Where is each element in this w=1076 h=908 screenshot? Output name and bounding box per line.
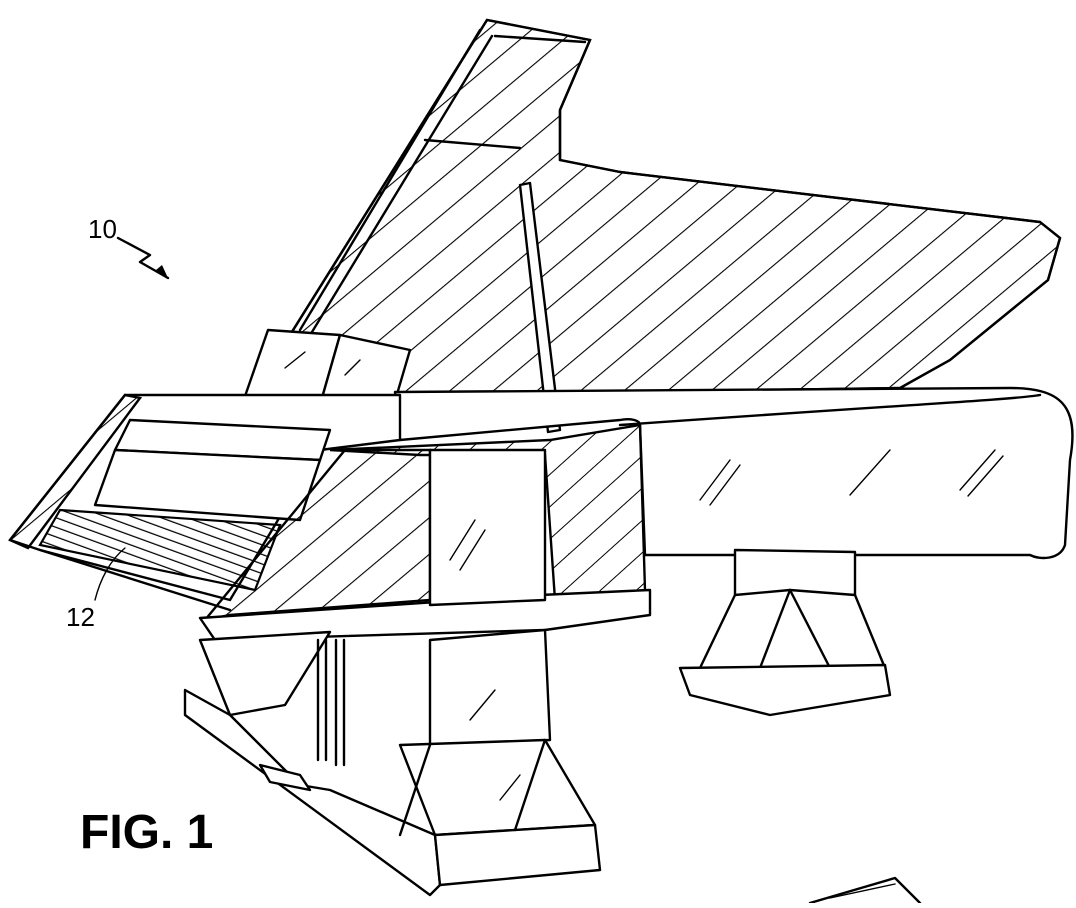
fragment-outline: [808, 876, 922, 905]
piano-rim: [393, 386, 1074, 560]
ref-label-10: 10: [88, 214, 117, 244]
lid-prop: [518, 181, 562, 434]
figure-caption: FIG. 1: [80, 806, 213, 859]
arrow-head-icon: [156, 265, 168, 278]
pedal-lyre: [258, 638, 346, 792]
piano-lid: [287, 18, 1062, 397]
front-pedestal: [183, 448, 602, 897]
ref-label-12: 12: [66, 602, 95, 632]
ref-arrow: [116, 236, 170, 280]
ref-leader: [94, 547, 126, 601]
pedals: [258, 763, 312, 792]
rear-pedestal: [678, 548, 892, 717]
keyboard-case: [8, 393, 402, 612]
